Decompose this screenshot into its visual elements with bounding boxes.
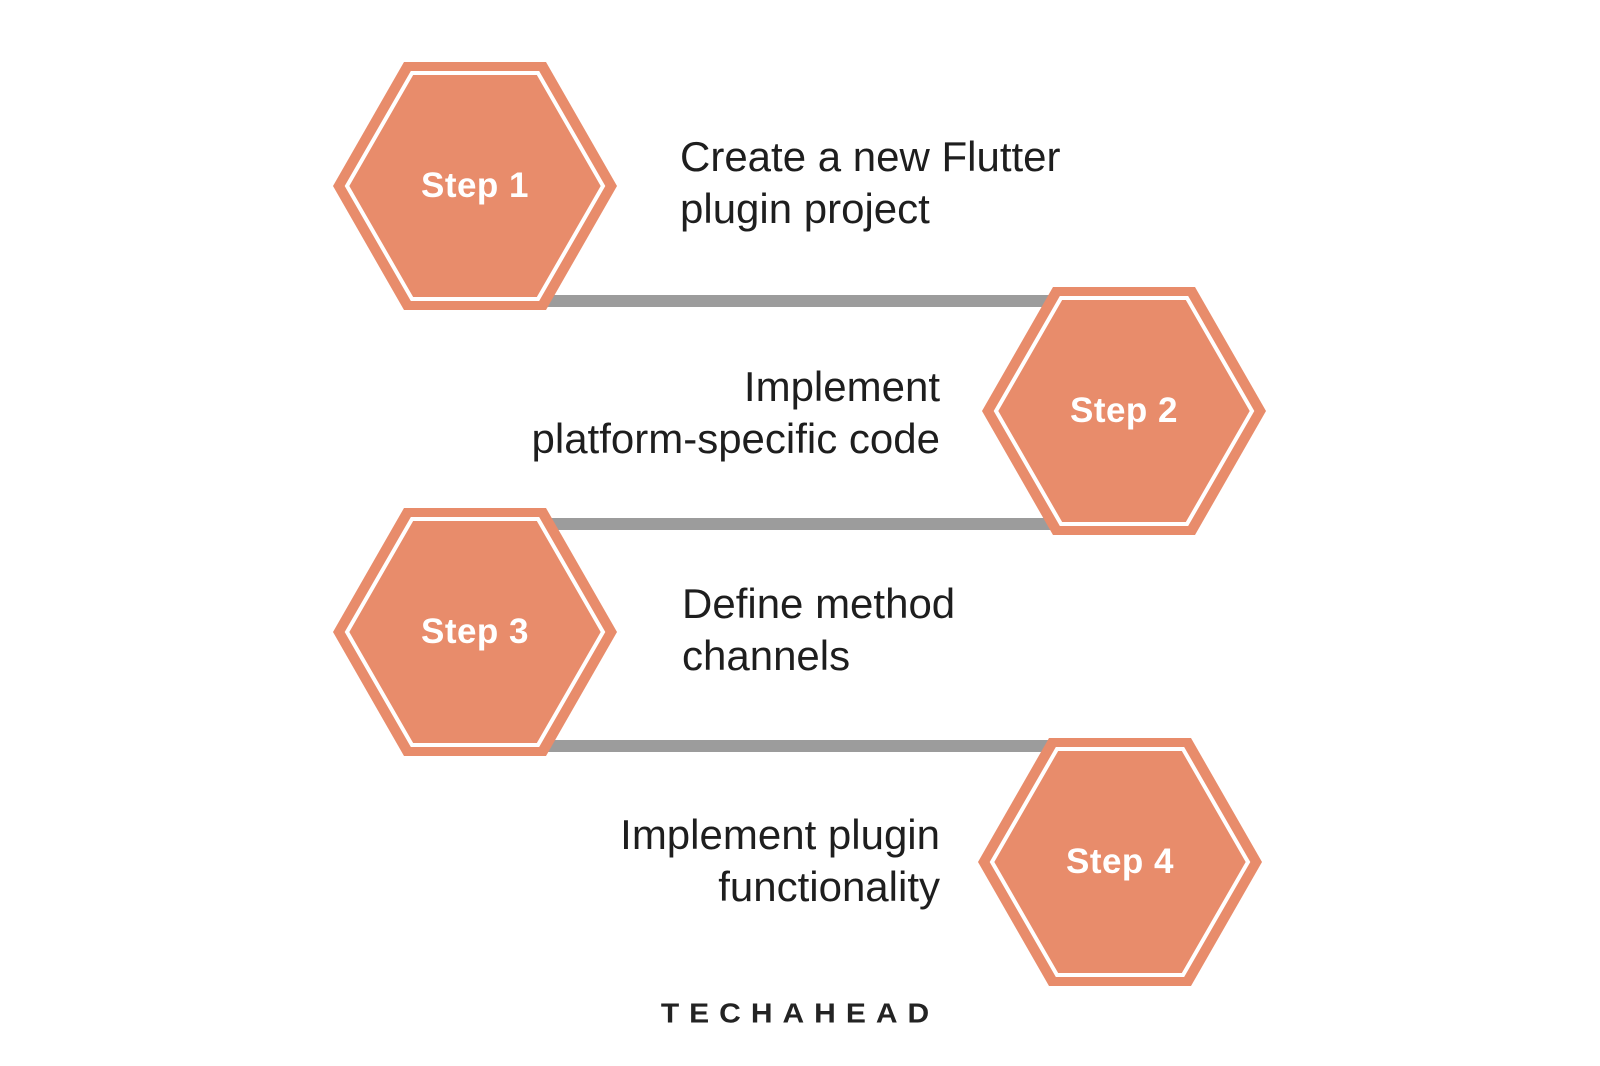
step-1-hexagon: Step 1 — [333, 62, 617, 310]
hexagon-inner-outline — [344, 517, 606, 747]
hexagon-outer-shape — [978, 738, 1262, 986]
hexagon-icon — [978, 738, 1262, 986]
step-3-description-line-2: channels — [682, 632, 851, 679]
hexagon-icon — [982, 287, 1266, 535]
step-4-hexagon: Step 4 — [978, 738, 1262, 986]
connector-line-step2-step3 — [528, 518, 1062, 530]
step-1-label: Step 1 — [420, 166, 530, 205]
hexagon-outer-shape — [333, 508, 617, 756]
hexagon-inner-outline — [989, 747, 1251, 977]
hexagon-outer-shape — [982, 287, 1266, 535]
hexagon-outer-shape — [333, 62, 617, 310]
step-4-description: Implement plugin functionality — [420, 809, 940, 913]
step-3-description-line-1: Define method — [682, 580, 956, 627]
step-2-hexagon: Step 2 — [982, 287, 1266, 535]
step-2-label: Step 2 — [1069, 391, 1179, 430]
step-4-description-line-2: functionality — [718, 863, 940, 910]
step-2-description-line-1: Implement — [743, 363, 940, 410]
step-1-description: Create a new Flutter plugin project — [680, 131, 1200, 235]
step-2-description-line-2: platform-specific code — [531, 415, 941, 462]
step-3-description: Define method channels — [682, 578, 1142, 682]
hexagon-inner-outline — [993, 296, 1255, 526]
step-4-label: Step 4 — [1065, 842, 1175, 881]
hexagon-icon — [333, 508, 617, 756]
step-2-description: Implement platform-specific code — [420, 361, 941, 465]
step-1-description-line-2: plugin project — [680, 185, 930, 232]
step-4-description-line-1: Implement plugin — [620, 811, 940, 858]
hexagon-icon — [333, 62, 617, 310]
hexagon-inner-outline — [344, 71, 606, 301]
connector-line-step3-step4 — [528, 740, 1062, 752]
techahead-logo: TECHAHEAD — [660, 998, 940, 1029]
step-3-label: Step 3 — [420, 612, 530, 651]
step-3-hexagon: Step 3 — [333, 508, 617, 756]
step-1-description-line-1: Create a new Flutter — [680, 133, 1061, 180]
connector-line-step1-step2 — [528, 295, 1062, 307]
